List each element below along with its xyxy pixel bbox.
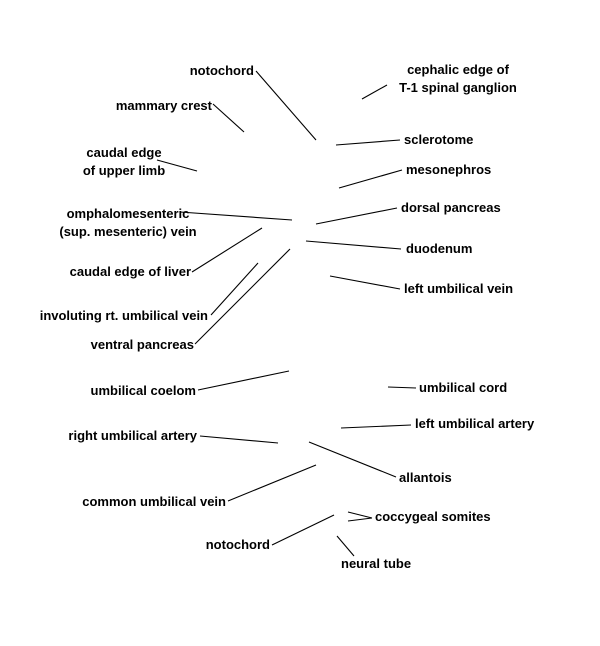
label-umbilical-coelom: umbilical coelom <box>90 383 196 398</box>
label-cephalic-edge-line2: T-1 spinal ganglion <box>399 80 517 95</box>
leader-sclerotome <box>335 139 401 146</box>
leader-omphalomesenteric <box>179 211 293 221</box>
label-umbilical-cord: umbilical cord <box>419 380 508 395</box>
label-cephalic-edge-line1: cephalic edge of <box>407 62 509 77</box>
label-caudal-upper-limb-line2: of upper limb <box>82 163 166 178</box>
leader-mammary-crest <box>212 103 245 133</box>
label-notochord-bottom: notochord <box>205 537 270 552</box>
label-allantois: allantois <box>399 470 452 485</box>
label-left-umbilical-artery: left umbilical artery <box>415 416 535 431</box>
leader-neural-tube <box>336 535 355 557</box>
leader-mesonephros <box>338 169 403 189</box>
leader-caudal-upper-limb <box>156 159 198 172</box>
label-omphalomesenteric-line2: (sup. mesenteric) vein <box>59 224 197 239</box>
leader-left-umbilical-vein <box>329 275 401 290</box>
leader-involuting-umbilical-vein <box>210 262 259 316</box>
leader-umbilical-coelom <box>197 370 290 391</box>
leader-common-umbilical-vein <box>227 464 317 502</box>
leader-notochord-top <box>255 70 317 141</box>
label-mesonephros: mesonephros <box>406 162 492 177</box>
label-omphalomesenteric-vein: omphalomesenteric (sup. mesenteric) vein <box>18 205 238 241</box>
leader-caudal-edge-liver <box>191 227 263 273</box>
label-caudal-edge-upper-limb: caudal edge of upper limb <box>50 144 198 180</box>
label-coccygeal-somites: coccygeal somites <box>375 509 491 524</box>
label-involuting-rt-umbilical-vein: involuting rt. umbilical vein <box>39 308 208 323</box>
label-duodenum: duodenum <box>406 241 473 256</box>
leader-duodenum <box>305 240 402 250</box>
label-ventral-pancreas: ventral pancreas <box>90 337 194 352</box>
label-notochord-top: notochord <box>189 63 254 78</box>
label-dorsal-pancreas: dorsal pancreas <box>401 200 501 215</box>
leader-left-umbilical-artery <box>340 424 412 429</box>
leader-right-umbilical-artery <box>199 435 279 444</box>
label-cephalic-edge-of-t1-spinal-ganglion: cephalic edge of T-1 spinal ganglion <box>364 61 552 97</box>
leader-coccygeal-somites-a <box>347 511 373 519</box>
leader-coccygeal-somites-b <box>347 517 373 522</box>
label-mammary-crest: mammary crest <box>115 98 212 113</box>
label-left-umbilical-vein: left umbilical vein <box>404 281 514 296</box>
leader-dorsal-pancreas <box>315 207 398 225</box>
label-omphalomesenteric-line1: omphalomesenteric <box>66 206 190 221</box>
leader-umbilical-cord <box>387 386 417 389</box>
label-right-umbilical-artery: right umbilical artery <box>68 428 197 443</box>
leader-allantois <box>308 441 397 478</box>
label-caudal-upper-limb-line1: caudal edge <box>86 145 162 160</box>
label-caudal-edge-of-liver: caudal edge of liver <box>69 264 191 279</box>
label-common-umbilical-vein: common umbilical vein <box>82 494 226 509</box>
leader-notochord-bottom <box>271 514 335 546</box>
leader-cephalic-edge <box>361 84 388 100</box>
label-sclerotome: sclerotome <box>404 132 474 147</box>
label-neural-tube: neural tube <box>341 556 412 571</box>
leader-ventral-pancreas <box>194 248 291 345</box>
